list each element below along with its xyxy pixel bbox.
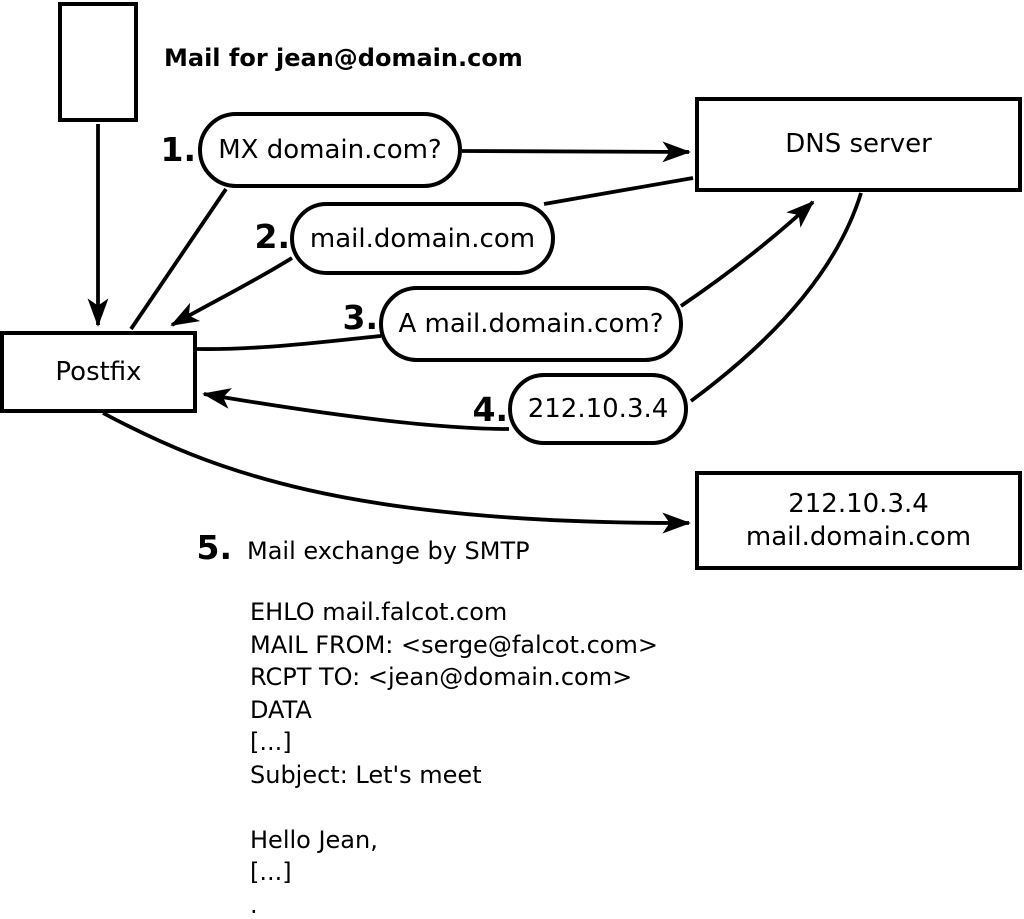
arrow-postfix-to-mailserver	[102, 411, 691, 534]
smtp-line: [...]	[250, 728, 292, 756]
smtp-line: Hello Jean,	[250, 825, 378, 854]
smtp-line: DATA	[250, 695, 312, 724]
arrow-pill3-to-dns	[679, 200, 815, 308]
step-2-label: mail.domain.com	[309, 223, 536, 254]
mail-server-ip: 212.10.3.4	[788, 488, 929, 519]
step-5-label: Mail exchange by SMTP	[247, 537, 530, 565]
dns-server-label: DNS server	[785, 129, 932, 159]
line-postfix-to-pill1	[129, 187, 228, 331]
smtp-line: [...]	[250, 858, 292, 886]
step-2-pill-mx-answer: mail.domain.com	[290, 202, 555, 275]
step-4-number: 4.	[472, 390, 509, 429]
step-5-number: 5.	[196, 528, 233, 567]
dns-server-box: DNS server	[695, 97, 1022, 192]
step-3-number: 3.	[342, 298, 379, 337]
arrow-pill4-to-postfix	[202, 388, 510, 431]
smtp-line: RCPT TO: <jean@domain.com>	[250, 663, 633, 691]
mail-envelope	[58, 2, 138, 122]
step-4-label: 212.10.3.4	[527, 394, 669, 424]
step-4-pill-a-answer: 212.10.3.4	[508, 373, 688, 445]
smtp-line	[250, 791, 658, 824]
diagram-title: Mail for jean@domain.com	[164, 44, 523, 72]
arrow-pill2-to-postfix	[170, 256, 294, 327]
smtp-line: MAIL FROM: <serge@falcot.com>	[250, 630, 658, 659]
line-postfix-to-pill3	[196, 334, 382, 351]
mail-server-hostname: mail.domain.com	[745, 521, 972, 552]
step-2-number: 2.	[254, 217, 291, 256]
line-dns-to-pill2	[543, 176, 694, 206]
mail-server-box: 212.10.3.4 mail.domain.com	[695, 471, 1022, 570]
postfix-label: Postfix	[55, 356, 142, 387]
line-dns-to-pill4	[689, 192, 863, 403]
arrow-pill1-to-dns	[461, 141, 691, 163]
smtp-line: Subject: Let's meet	[250, 760, 482, 789]
step-3-label: A mail.domain.com?	[398, 309, 664, 339]
step-1-number: 1.	[160, 130, 197, 169]
step-1-label: MX domain.com?	[218, 135, 442, 165]
postfix-box: Postfix	[0, 331, 197, 413]
smtp-line: .	[250, 890, 258, 919]
step-1-pill-mx-query: MX domain.com?	[198, 112, 462, 188]
step-3-pill-a-query: A mail.domain.com?	[379, 286, 683, 362]
smtp-line: EHLO mail.falcot.com	[250, 598, 508, 626]
